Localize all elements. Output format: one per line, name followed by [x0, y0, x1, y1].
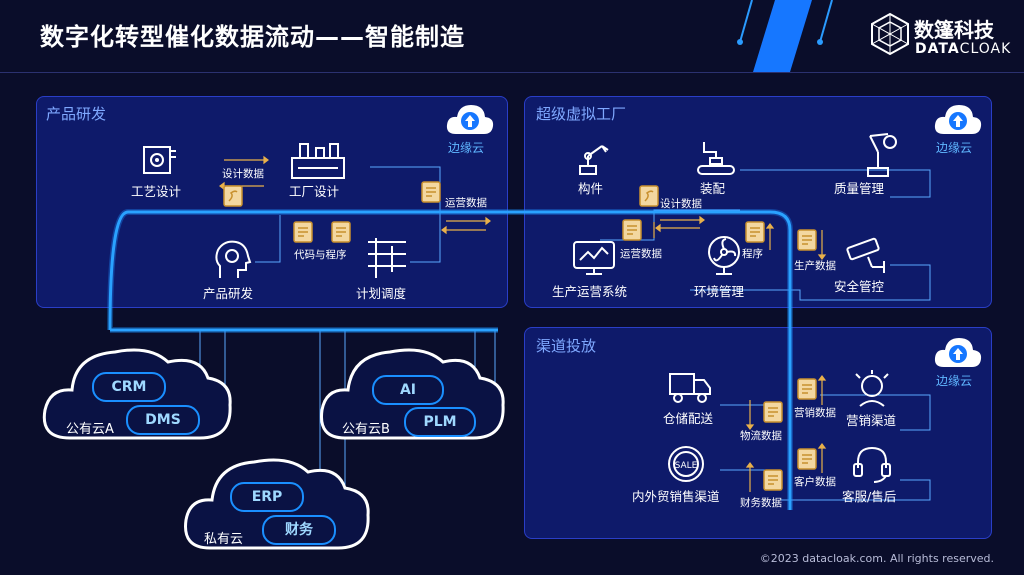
edge-cloud-label-factory: 边缘云	[936, 141, 973, 155]
flow-label-marketing: 营销数据	[794, 407, 836, 419]
node-warehouse: 仓储配送	[663, 411, 714, 426]
production-system-monitor-icon	[573, 241, 615, 275]
cloud-item-plm: PLM	[404, 407, 476, 437]
node-safety: 安全管控	[834, 279, 885, 294]
safety-camera-icon	[846, 237, 885, 273]
flow-label-code: 代码与程序	[294, 249, 347, 261]
node-environment: 环境管理	[694, 284, 745, 299]
edge-cloud-label-channel: 边缘云	[936, 374, 973, 388]
panel-channel	[524, 327, 992, 539]
node-component: 构件	[578, 181, 604, 196]
title-divider	[0, 72, 1024, 73]
flow-label-design-factory: 设计数据	[660, 198, 702, 210]
node-factory-design: 工厂设计	[289, 184, 340, 199]
edge-cloud-label-rd: 边缘云	[448, 141, 485, 155]
cloud-label-public-a: 公有云A	[66, 422, 114, 437]
node-plan-schedule: 计划调度	[356, 286, 407, 301]
flow-label-ops-rd: 运营数据	[445, 197, 487, 209]
node-marketing-channel: 营销渠道	[846, 413, 897, 428]
copyright-notice: ©2023 datacloak.com. All rights reserved…	[759, 552, 994, 565]
production-data-doc-icon	[797, 229, 817, 251]
program-doc-icon-factory	[745, 221, 765, 243]
node-assembly: 装配	[700, 181, 726, 196]
component-robot-arm-icon	[579, 145, 609, 175]
environment-fan-icon	[708, 236, 740, 275]
flow-label-production-data: 生产数据	[794, 260, 836, 272]
edge-cloud-icon-channel	[934, 338, 982, 367]
flow-label-customer: 客户数据	[794, 476, 836, 488]
warehouse-truck-icon	[669, 373, 711, 403]
node-quality: 质量管理	[834, 181, 885, 196]
cloud-item-dms: DMS	[126, 405, 200, 435]
cloud-item-ai: AI	[372, 375, 444, 405]
logo-text-en: DATACLOAK	[915, 41, 1012, 57]
header-decoration	[737, 0, 833, 72]
cloud-item-crm: CRM	[92, 372, 166, 402]
logistics-data-doc-icon	[763, 401, 783, 423]
design-data-doc-icon-factory	[639, 185, 659, 207]
assembly-icon	[697, 142, 735, 175]
factory-design-icon	[291, 143, 345, 179]
datacloak-logo-icon	[871, 12, 909, 56]
customer-service-headset-icon	[853, 446, 891, 483]
program-doc-icon	[331, 221, 351, 243]
sale-badge-icon: SALE	[668, 446, 704, 482]
marketing-data-doc-icon	[797, 378, 817, 400]
cloud-item-finance: 财务	[262, 515, 336, 545]
flow-label-logistics: 物流数据	[740, 430, 782, 442]
flow-label-design-rd: 设计数据	[222, 168, 264, 180]
node-customer-service: 客服/售后	[842, 489, 897, 504]
cloud-label-private: 私有云	[204, 532, 244, 547]
finance-data-doc-icon	[763, 469, 783, 491]
page-title: 数字化转型催化数据流动——智能制造	[40, 23, 465, 51]
logo-text-cn: 数篷科技	[914, 18, 994, 42]
craft-design-icon	[143, 146, 176, 174]
design-data-doc-icon	[223, 185, 243, 207]
product-rd-icon	[215, 240, 252, 278]
customer-data-doc-icon	[797, 448, 817, 470]
ops-data-doc-icon-rd	[421, 181, 441, 203]
code-doc-icon	[293, 221, 313, 243]
panel-title-channel: 渠道投放	[536, 337, 597, 355]
edge-cloud-icon-factory	[934, 105, 982, 134]
panel-title-factory: 超级虚拟工厂	[536, 105, 627, 123]
edge-cloud-icon-rd	[446, 105, 494, 134]
cloud-label-public-b: 公有云B	[342, 422, 390, 437]
quality-robot-icon	[867, 133, 897, 177]
plan-schedule-icon	[368, 238, 406, 278]
ops-data-doc-icon-factory	[622, 219, 642, 241]
node-craft-design: 工艺设计	[131, 184, 182, 199]
marketing-channel-icon	[855, 370, 889, 407]
cloud-item-erp: ERP	[230, 482, 304, 512]
node-trade-channel: 内外贸销售渠道	[632, 489, 720, 504]
panel-title-rd: 产品研发	[46, 105, 107, 123]
flow-label-finance: 财务数据	[740, 497, 782, 509]
node-production-system: 生产运营系统	[552, 284, 628, 299]
panel-virtual-factory	[524, 96, 992, 308]
svg-text:SALE: SALE	[675, 461, 698, 471]
flow-label-program: 程序	[742, 248, 763, 260]
node-product-rd: 产品研发	[203, 286, 254, 301]
flow-label-ops-factory: 运营数据	[620, 248, 662, 260]
